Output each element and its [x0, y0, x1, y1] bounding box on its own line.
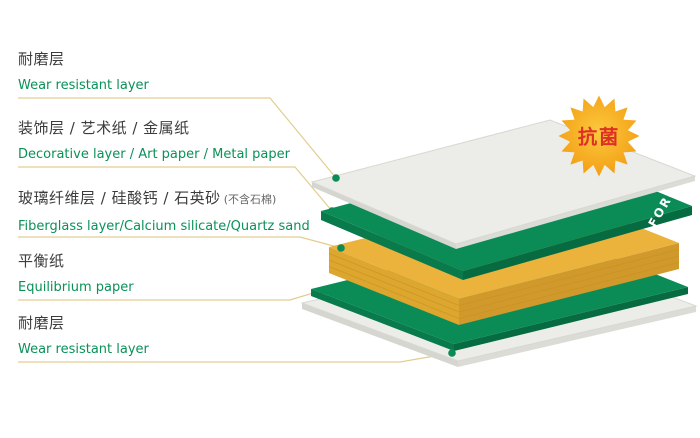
sheet-wear-bottom-side-left [302, 303, 458, 367]
label-zh-wear-top: 耐磨层 [18, 50, 65, 68]
sheet-wear-top-side-right [456, 176, 695, 249]
label-row-wear-bottom: 耐磨层 Wear resistant layer [18, 314, 149, 357]
badge-label: 抗菌 [578, 125, 620, 148]
label-row-wear-top: 耐磨层 Wear resistant layer [18, 50, 149, 93]
sheet-wear-bottom-side-right [458, 306, 696, 367]
label-row-decorative: 装饰层 / 艺术纸 / 金属纸 Decorative layer / Art p… [18, 119, 290, 162]
sheet-equilibrium-side-left [311, 289, 454, 351]
leader-dots [319, 174, 456, 357]
label-zh-decorative: 装饰层 / 艺术纸 / 金属纸 [18, 119, 190, 137]
sheet-decorative-side-left [321, 211, 463, 280]
label-en-wear-top: Wear resistant layer [18, 78, 149, 93]
label-zh-fiberglass: 玻璃纤维层 / 硅酸钙 / 石英砂(不含石棉) [18, 189, 277, 207]
fiberglass-striations [328, 249, 680, 320]
antibacterial-badge: 抗菌 [558, 95, 640, 177]
label-row-fiberglass: 玻璃纤维层 / 硅酸钙 / 石英砂(不含石棉) Fiberglass layer… [18, 189, 310, 234]
label-en-wear-bottom: Wear resistant layer [18, 342, 149, 357]
leader-line-wear-top [18, 97, 337, 179]
dot-decorative [328, 207, 336, 215]
label-zh-wear-bottom: 耐磨层 [18, 314, 65, 332]
starburst-icon [558, 95, 640, 177]
leader-line-decorative [18, 166, 333, 212]
label-en-decorative: Decorative layer / Art paper / Metal pap… [18, 147, 290, 162]
label-note-fiberglass: (不含石棉) [223, 193, 277, 206]
label-en-fiberglass: Fiberglass layer/Calcium silicate/Quartz… [18, 219, 310, 234]
label-en-equilibrium: Equilibrium paper [18, 280, 134, 295]
sheet-equilibrium-side-right [454, 287, 688, 351]
dot-equilibrium [319, 286, 327, 294]
sheet-wear-top-side-left [312, 182, 456, 249]
dot-fiberglass [337, 244, 345, 252]
leader-line-fiberglass [18, 236, 342, 249]
dot-wear-bottom [448, 349, 456, 357]
label-row-equilibrium: 平衡纸 Equilibrium paper [18, 252, 134, 295]
sheet-decorative-side-right [463, 206, 692, 280]
label-zh-equilibrium: 平衡纸 [18, 252, 65, 270]
dot-wear-top [332, 174, 340, 182]
